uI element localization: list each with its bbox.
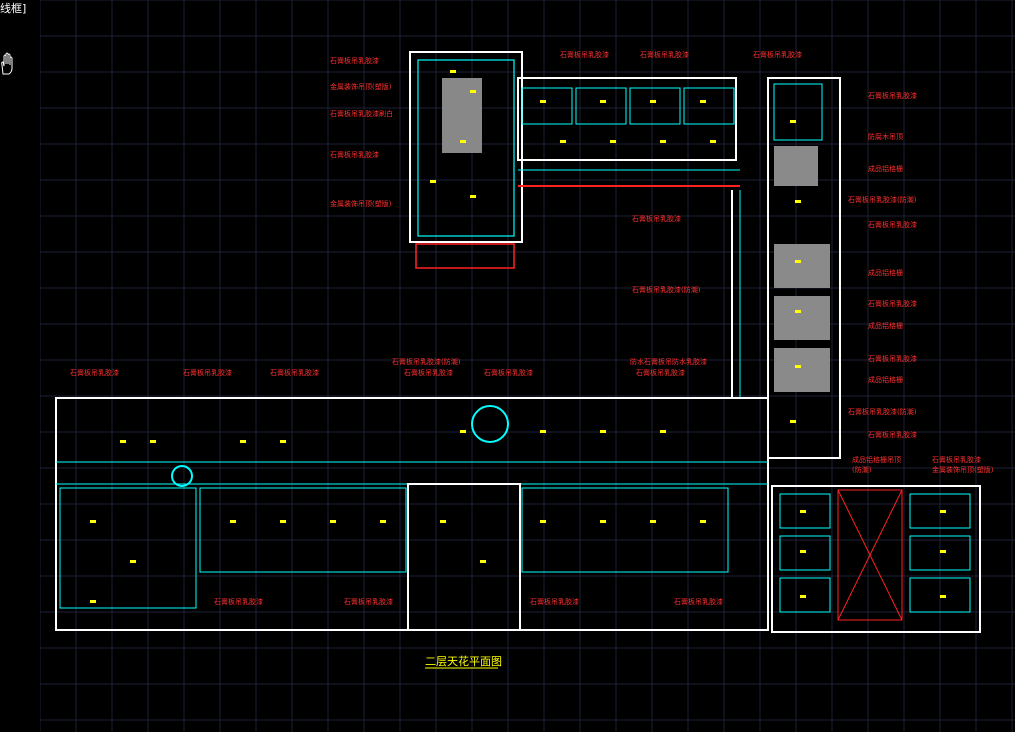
label-bottom-2: 石膏板吊乳胶漆 — [530, 597, 579, 606]
label-bottom-0: 石膏板吊乳胶漆 — [214, 597, 263, 606]
cad-drawing-canvas[interactable]: 石膏板吊乳胶漆 金属装饰吊顶(塑版) 石膏板吊乳胶漆刷白 石膏板吊乳胶漆 金属装… — [40, 0, 1015, 732]
drawing-title: 二层天花平面图 — [425, 655, 502, 669]
annotation-labels: 石膏板吊乳胶漆 金属装饰吊顶(塑版) 石膏板吊乳胶漆刷白 石膏板吊乳胶漆 金属装… — [70, 50, 994, 606]
label-right-4: 石膏板吊乳胶漆 — [868, 220, 917, 229]
label-right-2: 成品铝格栅 — [868, 164, 903, 173]
upper-rooms — [517, 77, 740, 187]
label-east-2: 金属装饰吊顶(塑版) — [932, 465, 994, 474]
label-bottom-3: 石膏板吊乳胶漆 — [674, 597, 723, 606]
label-right-10: 石膏板吊乳胶漆(防潮) — [848, 407, 917, 416]
label-bottom-1: 石膏板吊乳胶漆 — [344, 597, 393, 606]
east-vertical-wing — [731, 77, 841, 459]
label-right-9: 成品铝格栅 — [868, 375, 903, 384]
label-east-3: (防潮) — [852, 465, 872, 474]
label-north-4: 金属装饰吊顶(塑版) — [330, 199, 392, 208]
viewport-visual-style-label[interactable]: 线框] — [0, 2, 27, 15]
label-corridor-1: 石膏板吊乳胶漆(防潮) — [632, 285, 701, 294]
label-mid-3: 石膏板吊乳胶漆(防潮) — [392, 357, 461, 366]
label-mid-6: 防水石膏板吊防水乳胶漆 — [630, 357, 707, 366]
label-right-6: 石膏板吊乳胶漆 — [868, 299, 917, 308]
label-top-0: 石膏板吊乳胶漆 — [560, 50, 609, 59]
label-right-1: 防腐木吊顶 — [868, 132, 903, 141]
label-mid-0: 石膏板吊乳胶漆 — [70, 368, 119, 377]
label-top-2: 石膏板吊乳胶漆 — [753, 50, 802, 59]
label-mid-4: 石膏板吊乳胶漆 — [404, 368, 453, 377]
north-wing — [409, 51, 523, 269]
label-right-5: 成品铝格栅 — [868, 268, 903, 277]
hand-pan-cursor-icon — [1, 52, 13, 75]
label-mid-5: 石膏板吊乳胶漆 — [484, 368, 533, 377]
east-block — [771, 485, 981, 633]
label-right-3: 石膏板吊乳胶漆(防潮) — [848, 195, 917, 204]
label-corridor-0: 石膏板吊乳胶漆 — [632, 214, 681, 223]
label-north-1: 金属装饰吊顶(塑版) — [330, 82, 392, 91]
label-east-0: 成品铝格栅吊顶 — [852, 455, 901, 464]
label-mid-2: 石膏板吊乳胶漆 — [270, 368, 319, 377]
label-north-0: 石膏板吊乳胶漆 — [330, 56, 379, 65]
ceiling-lights — [90, 70, 946, 603]
label-north-3: 石膏板吊乳胶漆 — [330, 150, 379, 159]
label-east-1: 石膏板吊乳胶漆 — [932, 455, 981, 464]
label-right-8: 石膏板吊乳胶漆 — [868, 354, 917, 363]
label-mid-7: 石膏板吊乳胶漆 — [636, 368, 685, 377]
label-right-11: 石膏板吊乳胶漆 — [868, 430, 917, 439]
label-top-1: 石膏板吊乳胶漆 — [640, 50, 689, 59]
label-north-2: 石膏板吊乳胶漆刷白 — [330, 109, 393, 118]
label-right-0: 石膏板吊乳胶漆 — [868, 91, 917, 100]
main-block — [55, 397, 769, 631]
drawing-grid — [40, 0, 1015, 732]
label-mid-1: 石膏板吊乳胶漆 — [183, 368, 232, 377]
left-toolbar-strip: 线框] — [0, 0, 40, 732]
label-right-7: 成品铝格栅 — [868, 321, 903, 330]
drawing-title-text: 二层天花平面图 — [425, 655, 502, 668]
